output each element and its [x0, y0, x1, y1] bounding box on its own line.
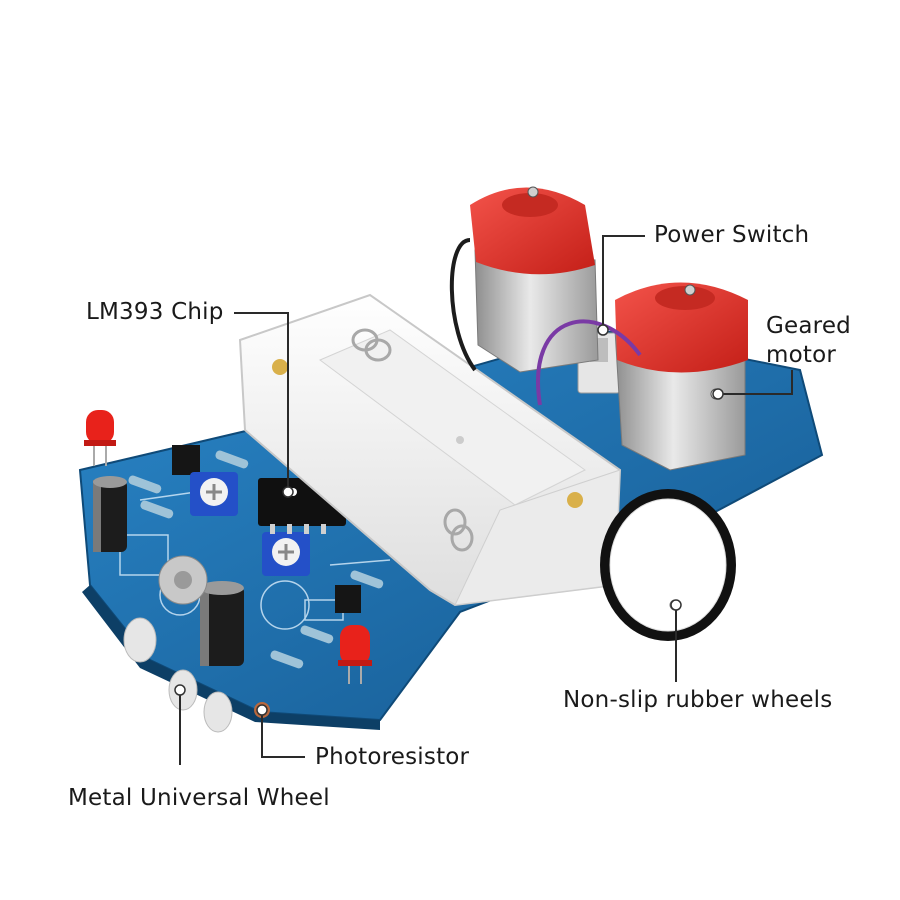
label-power-switch: Power Switch [654, 222, 810, 248]
leader-lines [179, 235, 793, 765]
transistor [172, 445, 200, 475]
capacitor [200, 581, 244, 666]
battery-spring [351, 328, 474, 552]
motor-wire [536, 319, 642, 406]
leader-dot [282, 486, 294, 498]
capacitor [93, 476, 127, 552]
leader-dot [256, 704, 268, 716]
leader-line-geared-motor [718, 370, 793, 395]
potentiometer [262, 532, 310, 576]
leader-dot [174, 684, 186, 696]
leader-line-lm393 [234, 312, 289, 492]
geared-motor [614, 282, 748, 471]
leader-dot [712, 388, 724, 400]
potentiometer [190, 472, 238, 516]
label-lm393-chip: LM393 Chip [86, 299, 224, 325]
transistor [335, 585, 361, 613]
label-universal-wheel: Metal Universal Wheel [68, 785, 330, 811]
pcb-silkscreen [119, 489, 391, 630]
leader-dot [597, 324, 609, 336]
leader-line-photoresistor [261, 710, 305, 758]
battery-box [238, 293, 622, 607]
label-geared-motor-line1: Geared [766, 313, 851, 339]
red-led [338, 625, 372, 684]
label-geared-motor-line2: motor [766, 342, 837, 368]
photoresistor-sensor [123, 617, 270, 733]
rubber-wheel [600, 489, 736, 641]
red-led [84, 410, 116, 466]
geared-motor-rear [470, 186, 599, 373]
label-photoresistor: Photoresistor [315, 744, 470, 770]
motor-wire [449, 238, 477, 372]
resistors [128, 450, 384, 669]
leader-line-power-switch [602, 235, 645, 330]
label-rubber-wheels: Non-slip rubber wheels [563, 687, 833, 713]
leader-dot [670, 599, 682, 611]
metal-universal-wheel [158, 555, 208, 605]
